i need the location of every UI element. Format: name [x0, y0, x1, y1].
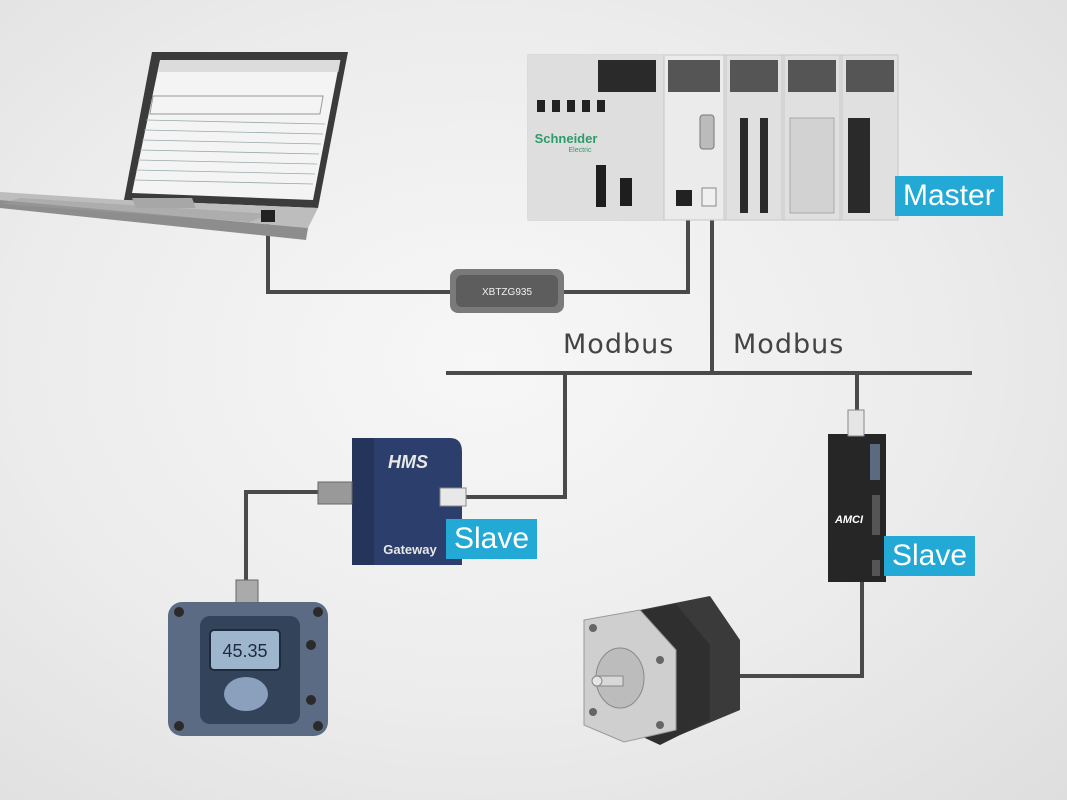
meter-display	[209, 629, 281, 671]
cables	[244, 205, 972, 678]
laptop	[0, 52, 348, 240]
meter-reading: 45.35	[222, 641, 267, 661]
meter-knob	[224, 677, 268, 711]
drive-slave-label: Slave	[884, 536, 976, 576]
hms-gateway	[317, 438, 467, 565]
laptop-screen-table	[133, 119, 326, 185]
gateway-slave-label: Slave	[446, 519, 538, 559]
gateway-brand-logo: HMS	[388, 452, 428, 472]
amci-drive	[828, 409, 886, 582]
plc-brand-name: Schneider	[535, 131, 598, 146]
gateway-bus-drop	[466, 373, 567, 499]
process-meter	[168, 579, 328, 736]
usb-adapter	[450, 269, 564, 313]
drive-brand-logo: AMCI	[834, 514, 864, 526]
laptop-usb-port	[261, 210, 275, 222]
adapter-label: XBTZG935	[482, 287, 532, 298]
motor-cable	[735, 582, 864, 678]
laptop-cable	[266, 222, 452, 294]
meter-cable	[244, 490, 320, 585]
plc	[527, 54, 899, 221]
modbus-label-right: Modbus	[733, 329, 845, 360]
gateway-label: Gateway	[383, 542, 437, 557]
plc-io-modules	[725, 54, 899, 221]
master-label: Master	[895, 176, 1003, 216]
stepper-motor	[583, 596, 740, 745]
plc-terminal-block	[668, 60, 720, 92]
plc-programming-cable	[562, 205, 690, 294]
plc-brand-subtitle: Electric	[569, 147, 592, 154]
modbus-label-left: Modbus	[563, 329, 675, 360]
